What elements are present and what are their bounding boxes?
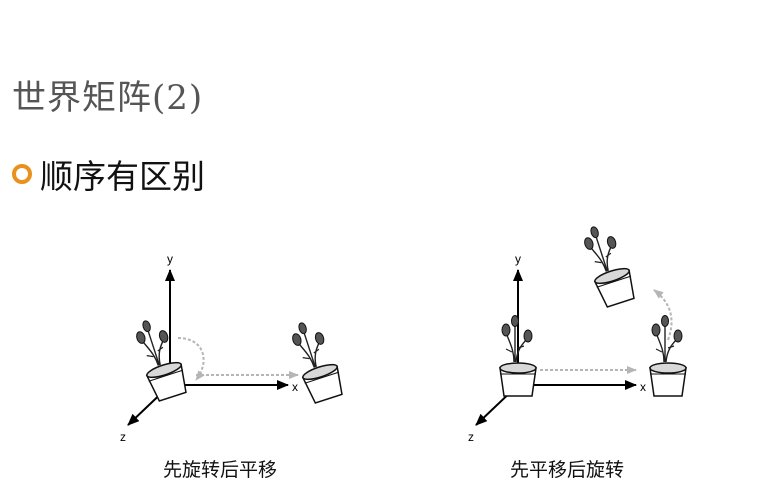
slide-title: 世界矩阵(2) (12, 78, 204, 118)
plant-pot-rotated (131, 315, 191, 403)
bullet-ring-icon (12, 164, 32, 184)
bullet-text: 顺序有区别 (40, 157, 205, 196)
axis-label-z-right: z (468, 430, 474, 444)
axis-label-x-left: x (292, 380, 298, 394)
bullet-item: 顺序有区别 (12, 150, 205, 198)
caption-left: 先旋转后平移 (163, 459, 278, 481)
figure-right: y x z (468, 221, 687, 444)
rotation-arrow-left (177, 337, 205, 381)
axis-label-y-right: y (515, 252, 521, 266)
rotation-arrow-right (653, 289, 673, 341)
plant-pot-orbited (579, 221, 639, 309)
figure-left: y x z (120, 252, 347, 444)
caption-right: 先平移后旋转 (510, 459, 625, 481)
axis-label-x-right: x (640, 380, 646, 394)
plant-pot-translated (649, 314, 687, 397)
axis-label-z-left: z (120, 430, 126, 444)
axis-label-y-left: y (167, 252, 173, 266)
